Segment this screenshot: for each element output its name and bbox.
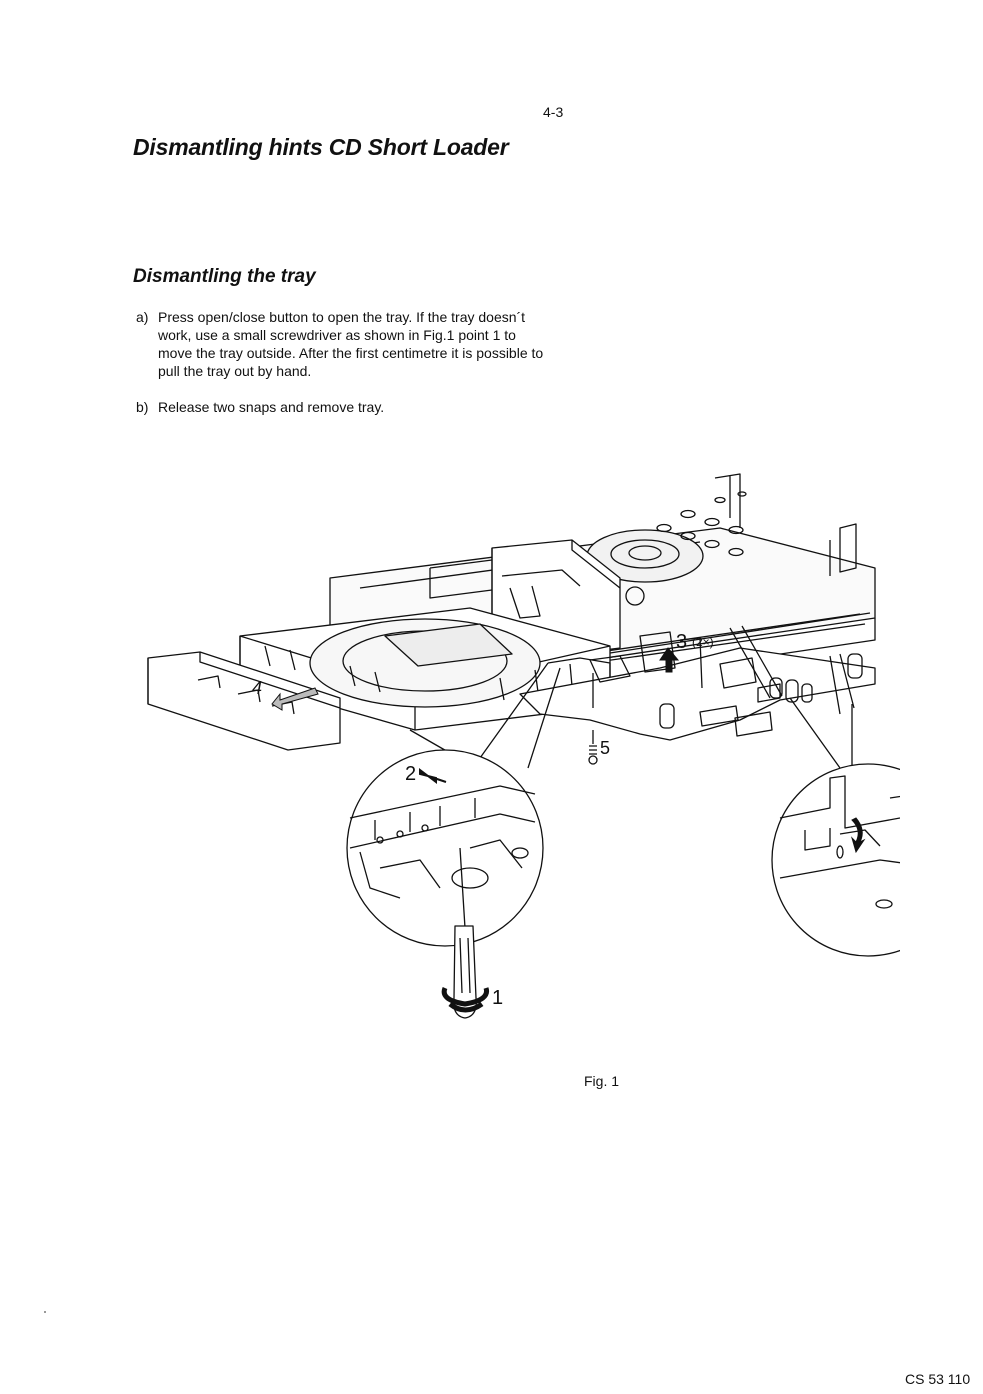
step-a-marker: a) [136, 309, 149, 325]
main-pcb [519, 625, 876, 741]
snap-arrow-3-icon [659, 647, 680, 673]
right-detail-leader [789, 697, 853, 769]
callout-1: 1 [492, 987, 503, 1009]
disassembly-illustration: 1 2 3 (2×) 4 5 [147, 473, 900, 1019]
step-a: a) Press open/close button to open the t… [136, 308, 556, 388]
tray-guide-rail [147, 651, 341, 751]
step-b: b) Release two snaps and remove tray. [136, 398, 556, 418]
release-arrow-icon [850, 817, 866, 854]
callout-3-count: (2×) [692, 635, 714, 649]
callout-2: 2 [405, 763, 416, 785]
document-code: CS 53 110 [905, 1371, 971, 1387]
callout-4: 4 [252, 678, 262, 698]
step-a-text: Press open/close button to open the tray… [158, 309, 544, 379]
section-heading: Dismantling the tray [133, 266, 316, 287]
push-arrow-4-icon [271, 687, 319, 711]
rotate-arrow-1-icon [441, 987, 490, 1013]
scan-speck [44, 1311, 46, 1313]
callout-3: 3 [676, 631, 687, 653]
pull-arrow-2-icon [419, 768, 447, 784]
step-b-text: Release two snaps and remove tray. [158, 399, 385, 415]
left-magnified-detail [346, 749, 544, 947]
figure-caption: Fig. 1 [584, 1073, 620, 1089]
callout-5: 5 [600, 738, 610, 758]
left-detail-leader [409, 662, 561, 769]
page-number: 4-3 [543, 104, 564, 120]
screw-5 [588, 673, 598, 765]
step-b-marker: b) [136, 399, 149, 415]
right-magnified-detail [771, 763, 900, 957]
document-title: Dismantling hints CD Short Loader [133, 134, 509, 160]
